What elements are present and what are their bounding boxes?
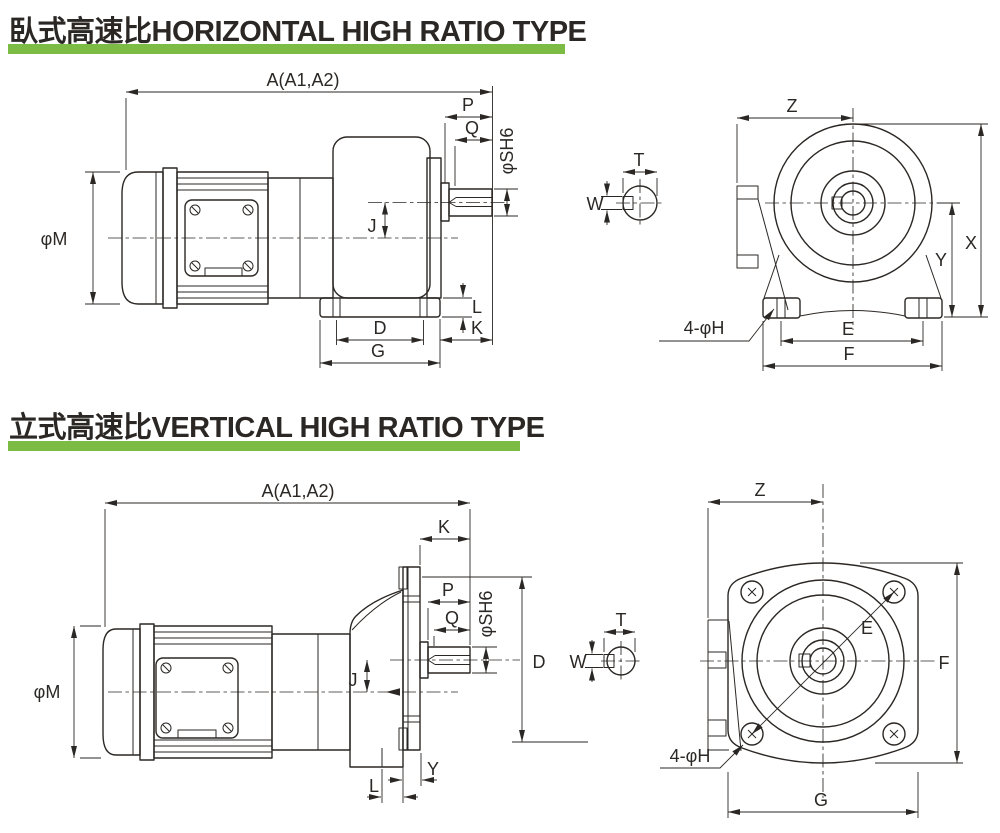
bore-keyway [831,196,843,210]
terminal-box-tab [204,267,243,277]
dim-label-a: A(A1,A2) [266,70,339,90]
dim-label-z: Z [787,96,798,116]
dim-label-y: Y [427,759,439,779]
dim-label-q: Q [445,608,459,628]
dim-label-l: L [369,776,379,796]
v-front-dimensions: Z E F G 4-φH [660,480,963,818]
v-side-dimensions: A(A1,A2) φM K P Q φSH6 [34,481,588,803]
v-shaft-section-view: T W [570,610,642,682]
gearcase-circle [773,123,933,283]
centerline-arrow [386,688,400,696]
terminal-box-tab [177,729,217,739]
dim-label-y: Y [935,250,947,270]
dim-label-e: E [842,319,854,339]
dim-label-phi-m: φM [41,229,68,249]
h-front-dimensions: Z E F Y X 4-φH [659,96,988,371]
horizontal-title-underline [8,44,565,54]
dim-label-g: G [814,790,828,810]
shaft-keyway [427,655,470,665]
dim-label-z: Z [755,480,766,500]
flange-plate [402,566,421,751]
dim-label-j: J [368,216,377,236]
mounting-base [319,297,441,318]
dim-label-f: F [844,344,855,364]
vertical-title-underline [8,441,520,451]
gearbox-housing [332,136,431,299]
dim-label-e: E [861,618,873,638]
dim-label-x: X [965,233,977,253]
dim-label-phi-sh6: φSH6 [497,128,517,175]
dim-label-q: Q [465,118,479,138]
dim-label-k: K [438,517,450,537]
dim-label-a: A(A1,A2) [261,481,334,501]
terminal-box-screws [189,204,254,272]
terminal-box-screws [160,662,234,734]
gearcase-circle [741,579,905,743]
dim-label-p: P [442,580,454,600]
h-front-view: Z E F Y X 4-φH [659,96,988,371]
dim-label-holes: 4-φH [670,746,711,766]
dim-label-j: J [349,670,358,690]
motor-end-cap [121,171,164,305]
dim-label-d: D [533,652,546,672]
motor-silhouette [707,619,742,752]
gearbox-face-plate [426,157,442,299]
gearbox-housing [349,589,404,768]
v-front-view: Z E F G 4-φH [660,480,963,818]
dim-label-phi-m: φM [34,682,61,702]
motor-end-cap [102,628,141,756]
h-side-view: A(A1,A2) φM P Q φSH6 J [41,70,518,368]
dim-label-t: T [616,610,627,630]
dim-label-g: G [371,341,385,361]
flange-tabs [398,566,420,751]
dim-label-d: D [374,318,387,338]
dim-label-w: W [570,652,587,672]
horizontal-section-title: 臥式高速比HORIZONTAL HIGH RATIO TYPE [9,16,587,48]
shaft-section-keyway [603,654,615,668]
square-flange [727,562,919,764]
dim-label-phi-sh6: φSH6 [476,591,496,638]
dim-label-w: W [587,194,604,214]
dim-label-l: L [472,297,482,317]
dim-label-holes: 4-φH [684,318,725,338]
shaft-bore [840,190,866,216]
dim-label-t: T [634,150,645,170]
bore-keyway [798,653,811,668]
v-side-view: A(A1,A2) φM K P Q φSH6 [34,481,588,803]
shaft-section-circle [606,646,636,676]
motor-fins [154,631,272,753]
base-bolt-slots [332,298,428,317]
dim-label-f: F [939,653,950,673]
motor-silhouette [736,185,789,311]
vertical-section-title: 立式高速比VERTICAL HIGH RATIO TYPE [9,412,545,444]
dim-label-k: K [471,318,483,338]
dim-label-p: P [462,95,474,115]
h-shaft-section-view: T W [587,150,665,228]
h-side-dimensions: A(A1,A2) φM P Q φSH6 J [41,70,518,368]
mounting-feet [762,254,943,319]
motor-fins [177,177,268,299]
shaft-keyway [448,197,492,207]
shaft-section-keyway [622,196,634,210]
shaft-step [440,182,450,222]
